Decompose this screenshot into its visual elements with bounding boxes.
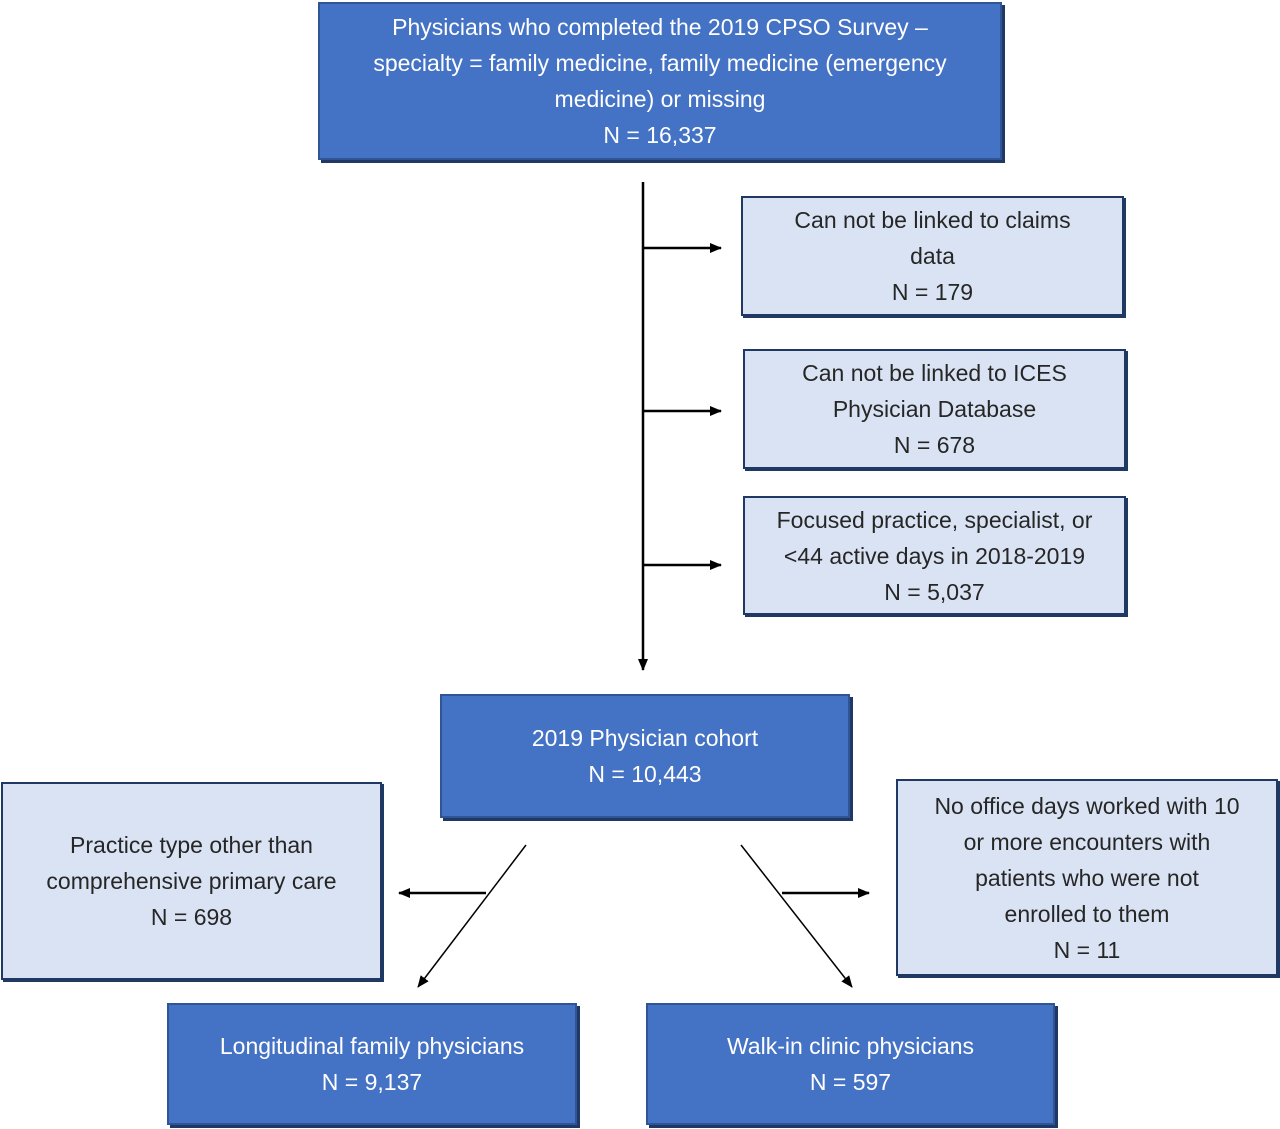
focused-line-2: <44 active days in 2018-2019 xyxy=(783,542,1086,569)
survey-line-2: specialty = family medicine, family medi… xyxy=(373,50,947,76)
ices-count: N = 678 xyxy=(893,432,976,458)
longitudinal-line-1: Longitudinal family physicians xyxy=(219,1033,525,1059)
focused-count: N = 5,037 xyxy=(884,578,985,605)
survey-line-3: medicine) or missing xyxy=(554,86,766,112)
claims-count: N = 179 xyxy=(891,279,974,305)
ices-line-1: Can not be linked to ICES xyxy=(802,360,1067,386)
cohort-count: N = 10,443 xyxy=(588,761,702,787)
office-line-2: or more encounters with xyxy=(963,828,1211,855)
survey-line-1: Physicians who completed the 2019 CPSO S… xyxy=(392,14,928,40)
diag-arrow-longitudinal xyxy=(417,844,527,988)
survey-node: Physicians who completed the 2019 CPSO S… xyxy=(318,2,1002,160)
practice-line-1: Practice type other than xyxy=(70,832,313,858)
practice-count: N = 698 xyxy=(150,904,233,930)
walkin-line-1: Walk-in clinic physicians xyxy=(726,1033,975,1059)
office-line-4: enrolled to them xyxy=(1004,900,1170,927)
walkin-count: N = 597 xyxy=(809,1069,892,1095)
office-line-3: patients who were not xyxy=(975,864,1199,891)
longitudinal-node: Longitudinal family physicians N = 9,137 xyxy=(167,1003,577,1125)
exclusion-office-node: No office days worked with 10 or more en… xyxy=(896,779,1278,976)
cohort-node: 2019 Physician cohort N = 10,443 xyxy=(440,694,850,818)
survey-count: N = 16,337 xyxy=(603,122,717,148)
cohort-line-1: 2019 Physician cohort xyxy=(531,725,759,751)
exclusion-focused-node: Focused practice, specialist, or <44 act… xyxy=(743,496,1126,615)
exclusion-practice-node: Practice type other than comprehensive p… xyxy=(1,782,382,980)
office-line-1: No office days worked with 10 xyxy=(934,792,1240,819)
practice-line-2: comprehensive primary care xyxy=(46,868,337,894)
focused-line-1: Focused practice, specialist, or xyxy=(776,506,1093,533)
diag-arrow-walkin xyxy=(740,844,853,988)
longitudinal-count: N = 9,137 xyxy=(321,1069,423,1095)
exclusion-claims-node: Can not be linked to claims data N = 179 xyxy=(741,196,1124,316)
exclusion-ices-node: Can not be linked to ICES Physician Data… xyxy=(743,349,1126,469)
walkin-node: Walk-in clinic physicians N = 597 xyxy=(646,1003,1055,1125)
office-count: N = 11 xyxy=(1053,936,1121,963)
claims-line-2: data xyxy=(910,243,955,269)
claims-line-1: Can not be linked to claims xyxy=(794,207,1071,233)
ices-line-2: Physician Database xyxy=(832,396,1037,422)
